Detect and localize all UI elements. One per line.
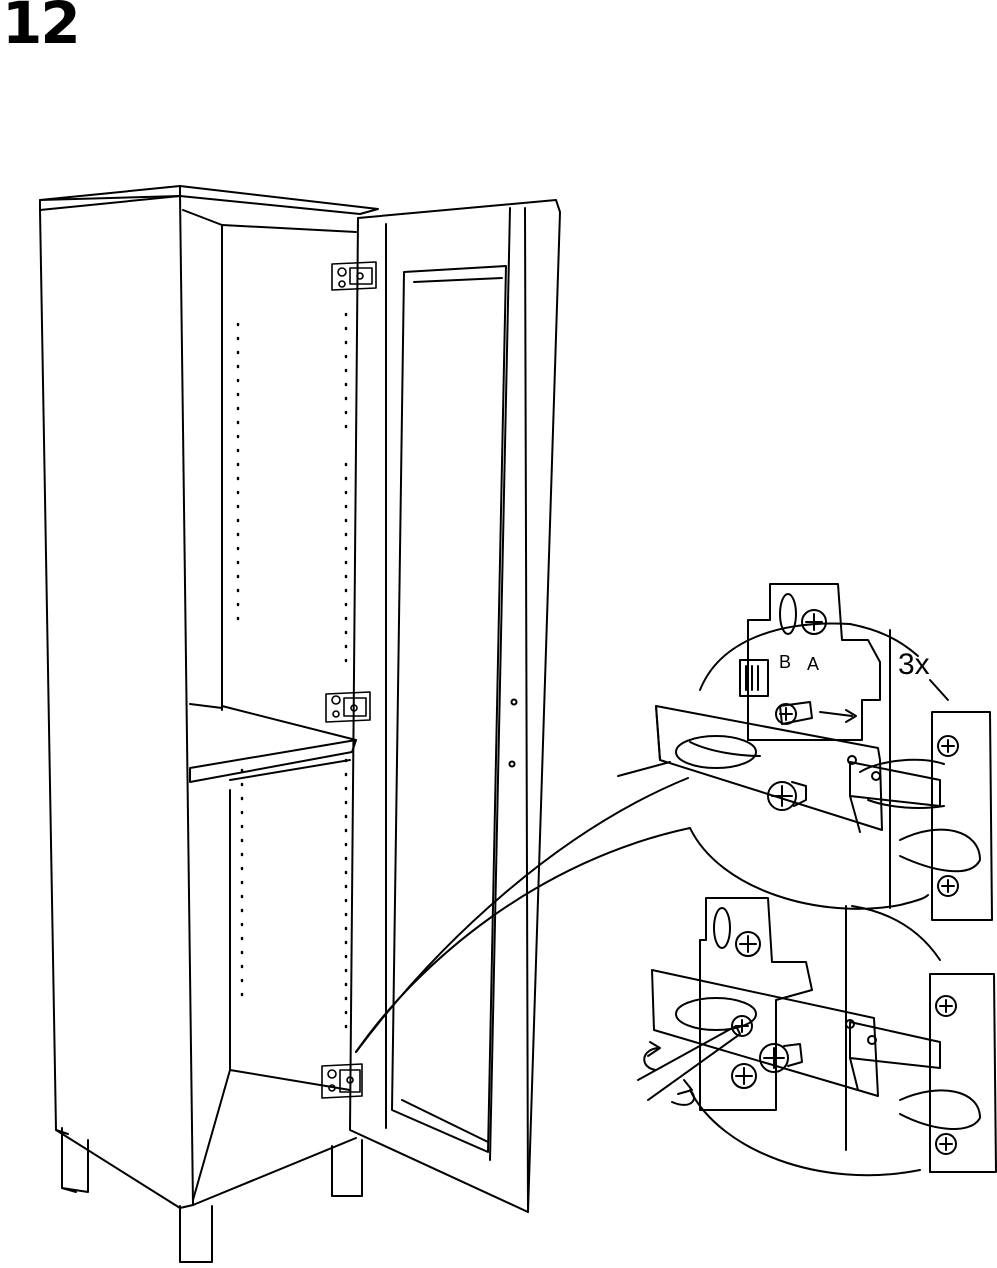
screwdriver bbox=[638, 1026, 740, 1100]
cabinet-left-side bbox=[40, 200, 68, 1134]
callout-circle-bottom bbox=[690, 906, 940, 1175]
cabinet-front-edge bbox=[56, 186, 193, 1208]
door-plate-bottom bbox=[930, 974, 996, 1172]
cabinet bbox=[40, 186, 378, 1262]
rotate-arrow bbox=[644, 1042, 660, 1070]
leg-back-left bbox=[62, 1128, 88, 1192]
cabinet-interior bbox=[183, 210, 356, 710]
screw-adjust bbox=[776, 702, 856, 724]
detail-top-adjust-depth: B A 3x bbox=[618, 584, 992, 920]
position-label-a: A bbox=[807, 654, 819, 674]
door-panel bbox=[392, 266, 506, 1152]
quantity-label: 3x bbox=[898, 648, 930, 681]
hinge-arm bbox=[656, 706, 882, 830]
hinge-middle bbox=[326, 692, 370, 722]
hinge-top bbox=[332, 262, 376, 290]
leg-front bbox=[180, 1206, 212, 1262]
detail-bottom-tighten bbox=[638, 898, 996, 1175]
direction-arrow bbox=[820, 710, 856, 722]
shelf bbox=[190, 704, 356, 782]
position-label-b: B bbox=[779, 652, 791, 672]
hinge-bottom bbox=[322, 1064, 362, 1098]
door bbox=[350, 200, 560, 1212]
door-plate-top bbox=[932, 712, 992, 920]
cabinet-top-panel bbox=[40, 186, 378, 214]
shelf-pin-holes bbox=[238, 314, 346, 1027]
leg-back-right bbox=[332, 1140, 362, 1196]
callout-pointer bbox=[356, 828, 690, 1052]
cabinet-legs bbox=[62, 1128, 362, 1262]
